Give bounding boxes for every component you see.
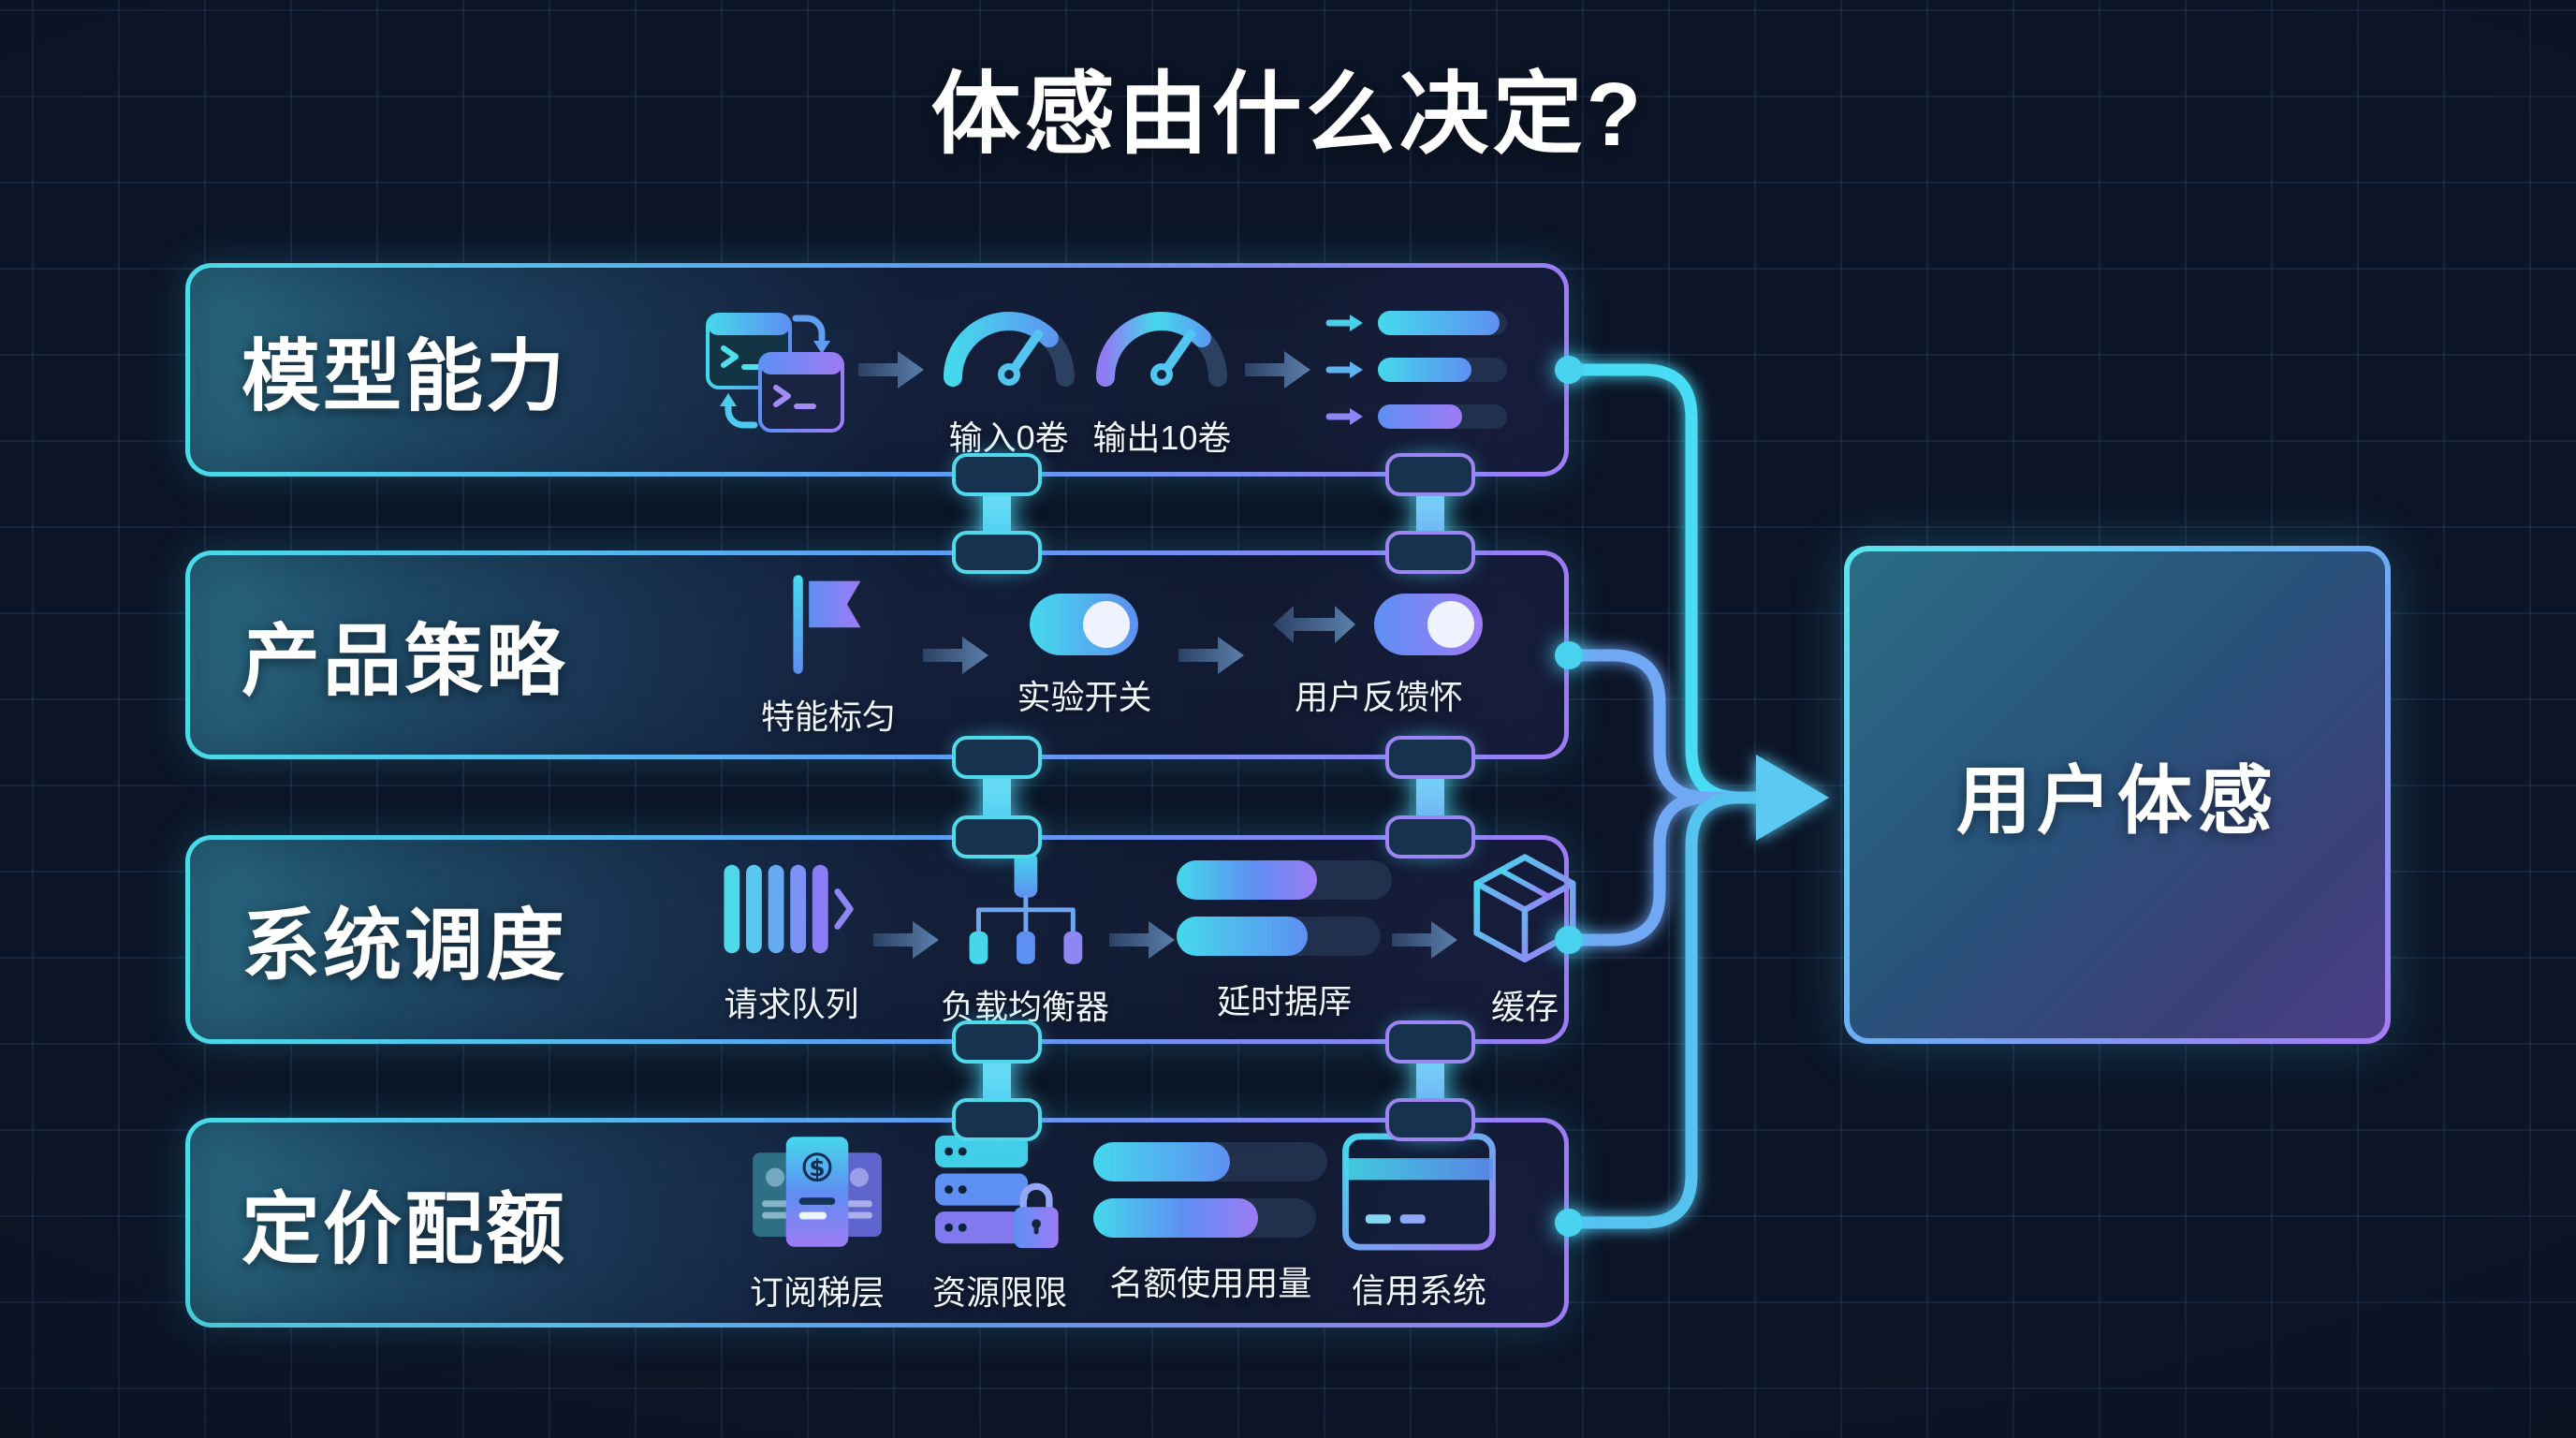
link-tab [952,531,1042,574]
link-tab [952,815,1042,858]
resource-lock-icon [934,1135,1059,1249]
item-label: 订阅稊层 [749,1273,885,1312]
item-label: 信用系统 [1351,1271,1486,1310]
item-label: 请求队列 [724,984,859,1023]
arrow-right-icon [1178,636,1245,674]
item-label: 用户反馈怀 [1294,677,1463,716]
subscription-tiers-icon: $ [753,1137,882,1247]
row-model-capability: 模型能力 [185,263,1569,477]
link-tab [1385,1098,1475,1141]
toggle-switch-icon [1030,593,1139,655]
row-items: 输入0卷 输出10卷 [653,268,1564,472]
row-link-icon [1385,453,1475,574]
item-label: 输入0卷 [948,418,1069,457]
resource-lock: 资源限限 [918,1131,1082,1314]
arrow-right-icon [1245,351,1311,389]
input-gauge-icon [943,311,1075,387]
output-gauge: 输出10卷 [1091,281,1232,460]
link-tab [1385,1020,1475,1064]
link-tab [952,453,1042,496]
link-tab [952,1020,1042,1064]
svg-text:$: $ [809,1154,825,1181]
row-title: 产品策略 [242,617,568,705]
item-label: 名额使用用量 [1109,1264,1312,1302]
row-title: 系统调度 [242,902,568,990]
row-title: 定价配额 [242,1184,568,1273]
feedback-toggle: 用户反馈怀 [1272,592,1485,719]
item-label: 资源限限 [932,1273,1068,1312]
arrow-right-icon [922,636,988,674]
item-label: 延时据厗 [1217,981,1353,1020]
row-pricing-quota: 定价配额 $ 订阅稊层 [185,1118,1569,1328]
arrow-right-icon [1109,920,1176,959]
item-label: 特能标匀 [761,697,897,736]
terminal-swap-icon [706,313,844,433]
subscription-tiers: $ 订阅稊层 [728,1131,906,1314]
link-tab [1385,736,1475,779]
arrow-right-icon [1392,920,1458,959]
output-gauge-icon [1096,311,1228,387]
latency-bars-icon [1177,859,1393,956]
link-tab [1385,531,1475,574]
result-label: 用户体感 [1956,759,2278,843]
row-link-icon [952,736,1042,858]
wire-dot-icon [1555,641,1583,669]
link-tab [952,1098,1042,1141]
input-gauge: 输入0卷 [939,281,1079,460]
stream-output-icon [1325,311,1507,429]
arrow-right-icon [873,920,939,959]
row-title: 模型能力 [242,331,568,420]
wire-dot-icon [1555,356,1583,384]
feature-flag: 特能标匀 [761,572,896,739]
merge-arrowhead-icon [1756,755,1829,841]
wire-dot-icon [1555,926,1583,954]
row-items: 请求队列 负载均衡器 [653,840,1642,1039]
row-link-icon [952,1020,1042,1141]
credit-card-icon [1342,1133,1496,1251]
row-items: $ 订阅稊层 资源限限 [653,1123,1564,1323]
row-items: 特能标匀 实验开关 [653,555,1564,755]
experiment-toggle: 实验开关 [1017,592,1152,719]
link-tab [952,736,1042,779]
load-balancer-icon [969,852,1082,964]
load-balancer: 负载均衡器 [941,851,1109,1029]
link-tab [1385,815,1475,858]
result-box: 用户体感 [1844,546,2391,1044]
item-label: 实验开关 [1017,677,1152,716]
request-queue-icon [724,864,854,953]
credit-system: 信用系统 [1339,1133,1499,1313]
row-system-scheduling: 系统调度 请求队列 [185,835,1576,1044]
arrow-right-icon [857,351,924,389]
item-label: 缓存 [1491,987,1559,1026]
quota-usage-icon [1093,1142,1328,1238]
wire-dot-icon [1555,1209,1583,1237]
page-title: 体感由什么决定? [930,65,1646,165]
row-link-icon [1385,736,1475,858]
row-link-icon [952,453,1042,574]
row-product-strategy: 产品策略 特能标匀 实验开关 [185,550,1569,759]
feedback-toggle-icon [1373,593,1483,655]
double-arrow-icon [1272,605,1355,643]
item-label: 输出10卷 [1092,418,1232,457]
request-queue: 请求队列 [710,854,873,1026]
row-link-icon [1385,1020,1475,1141]
feature-flag-icon [793,574,861,674]
quota-usage: 名额使用用量 [1093,1140,1328,1305]
latency-bars: 延时据厗 [1177,857,1393,1023]
link-tab [1385,453,1475,496]
